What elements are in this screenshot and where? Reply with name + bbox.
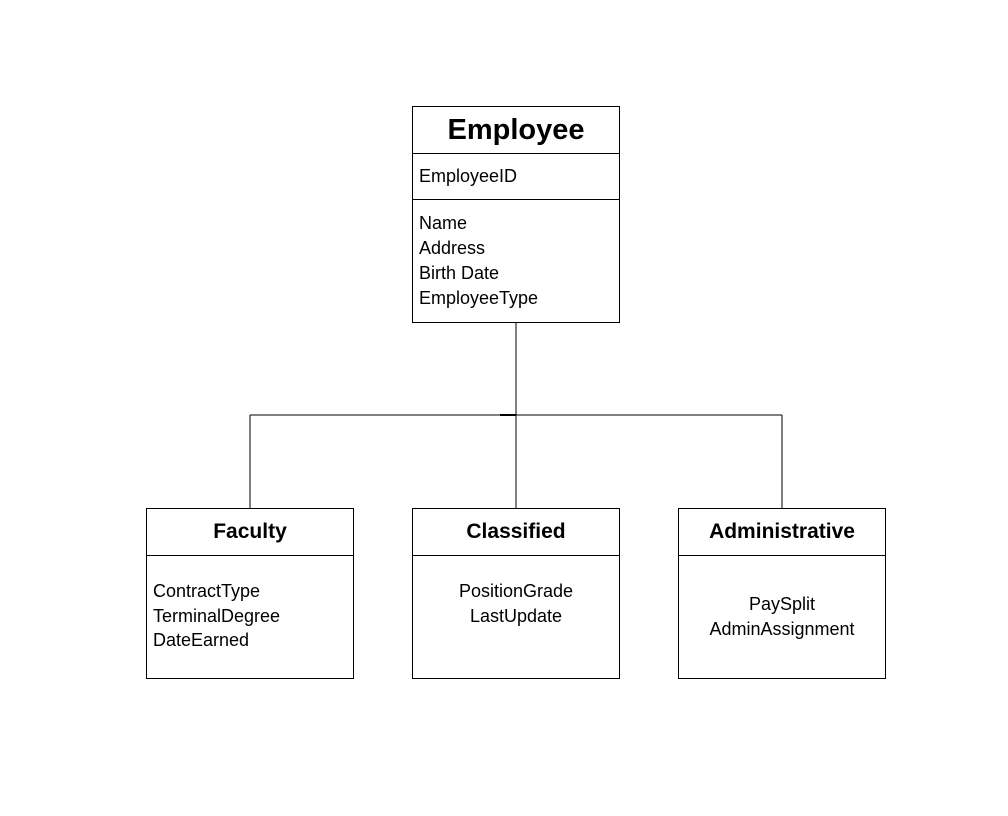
faculty-attribute-date-earned: DateEarned bbox=[153, 630, 250, 650]
classified-attribute-list: PositionGrade LastUpdate bbox=[413, 556, 619, 628]
administrative-attribute-list: PaySplit AdminAssignment bbox=[679, 556, 885, 641]
faculty-attribute-list: ContractType TerminalDegree DateEarned bbox=[147, 556, 353, 653]
administrative-entity-name: Administrative bbox=[679, 509, 885, 556]
employee-attribute-birth-date: Birth Date bbox=[419, 263, 500, 283]
classified-entity[interactable]: Classified PositionGrade LastUpdate bbox=[412, 508, 620, 679]
employee-entity[interactable]: Employee EmployeeID Name Address Birth D… bbox=[412, 106, 620, 323]
faculty-entity[interactable]: Faculty ContractType TerminalDegree Date… bbox=[146, 508, 354, 679]
employee-attribute-address: Address bbox=[419, 238, 486, 258]
administrative-attribute-admin-assignment: AdminAssignment bbox=[709, 618, 855, 639]
classified-entity-name: Classified bbox=[413, 509, 619, 556]
administrative-attribute-pay-split: PaySplit bbox=[748, 594, 816, 614]
employee-primary-key: EmployeeID bbox=[413, 154, 619, 200]
faculty-entity-name: Faculty bbox=[147, 509, 353, 556]
employee-attribute-name: Name bbox=[419, 213, 468, 233]
faculty-attribute-terminal-degree: TerminalDegree bbox=[153, 605, 281, 626]
employee-attribute-list: Name Address Birth Date EmployeeType bbox=[413, 200, 619, 311]
employee-entity-name: Employee bbox=[413, 107, 619, 154]
classified-attribute-position-grade: PositionGrade bbox=[458, 581, 574, 601]
faculty-attribute-contract-type: ContractType bbox=[153, 581, 261, 601]
classified-attribute-last-update: LastUpdate bbox=[469, 605, 563, 626]
administrative-entity[interactable]: Administrative PaySplit AdminAssignment bbox=[678, 508, 886, 679]
employee-attribute-employee-type: EmployeeType bbox=[419, 288, 539, 308]
